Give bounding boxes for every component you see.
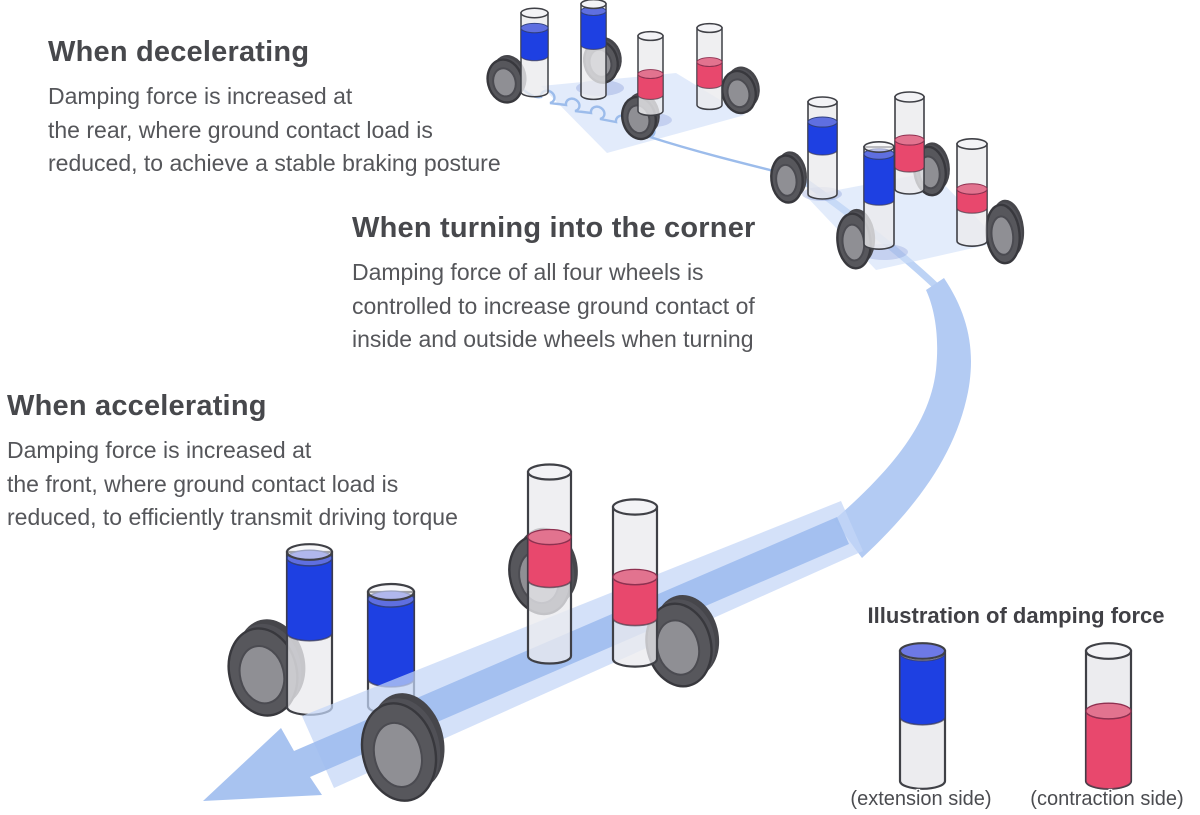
body-line: the rear, where ground contact load is [48,116,433,143]
damper-extension-icon [580,0,607,101]
body-line: reduced, to achieve a stable braking pos… [48,150,501,176]
damper-extension-icon [520,7,549,98]
damper-extension-icon [807,96,838,200]
section-title-accelerating: When accelerating [7,390,267,422]
wheel-icon [982,197,1029,266]
body-line: controlled to increase ground contact of [352,292,755,319]
damper-contraction-icon [526,463,573,665]
car-decelerating-illustration [481,0,799,179]
body-line: reduced, to efficiently transmit driving… [7,504,458,530]
legend-contraction-label: (contraction side) [1030,788,1184,810]
body-line: inside and outside wheels when turning [352,326,754,352]
body-line: Damping force is increased at [7,437,312,463]
legend-extension-damper-icon [898,642,947,790]
section-body-decelerating: Damping force is increased at the rear, … [48,80,501,181]
braking-wiggle-line [518,85,799,179]
body-line: the front, where ground contact load is [7,470,399,497]
legend-title: Illustration of damping force [867,603,1165,628]
damper-contraction-icon [894,91,925,195]
car-turning-illustration [767,91,1029,271]
legend-contraction-damper-icon [1084,642,1133,790]
section-body-accelerating: Damping force is increased at the front,… [7,434,458,535]
section-body-turning: Damping force of all four wheels is cont… [352,256,755,357]
car-accelerating-illustration [203,463,863,811]
driving-path-curve [834,278,971,558]
damper-contraction-icon [956,138,988,247]
body-line: Damping force is increased at [48,83,353,109]
damper-contraction-icon [611,498,659,668]
section-title-turning: When turning into the corner [352,212,756,244]
damper-contraction-icon [637,30,664,117]
section-title-decelerating: When decelerating [48,36,310,68]
damper-contraction-icon [696,22,723,111]
body-line: Damping force of all four wheels is [352,259,704,285]
damper-extension-icon [285,543,334,716]
damper-extension-icon [863,141,895,250]
legend-extension-label: (extension side) [850,788,992,810]
